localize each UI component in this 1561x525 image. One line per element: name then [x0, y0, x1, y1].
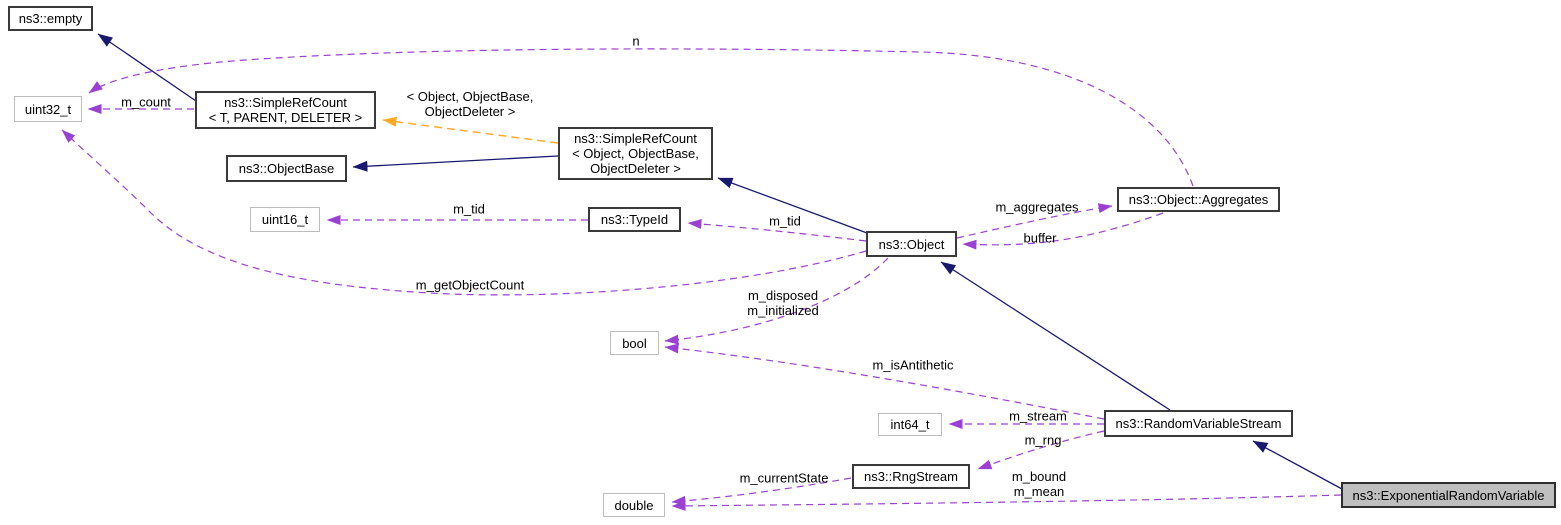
- edge-label-m-tid-object: m_tid: [769, 213, 801, 229]
- edge-usage-m-currentstate: [671, 477, 852, 506]
- node-ns3-randomvariablestream[interactable]: ns3::RandomVariableStream: [1104, 410, 1293, 437]
- edge-usage-m-rng: [977, 430, 1105, 470]
- node-ns3-objectbase[interactable]: ns3::ObjectBase: [226, 155, 347, 182]
- edge-label-m-isantithetic: m_isAntithetic: [872, 357, 954, 373]
- edge-inherit-simplerefcountT-to-empty: [97, 33, 197, 102]
- node-uint32-t: uint32_t: [14, 96, 82, 122]
- edge-template-simplerefcountObj-to-simplerefcountT: [382, 116, 559, 144]
- edge-label-m-currentstate: m_currentState: [739, 470, 829, 486]
- node-ns3-simplerefcount-t-parent-deleter[interactable]: ns3::SimpleRefCount < T, PARENT, DELETER…: [195, 91, 376, 129]
- edge-label-m-rng: m_rng: [1024, 432, 1062, 448]
- edge-usage-m-aggregates: [956, 203, 1113, 239]
- node-ns3-object[interactable]: ns3::Object: [866, 231, 957, 257]
- edge-inherit-simplerefcountObj-to-objectbase: [352, 155, 559, 172]
- node-ns3-object-aggregates[interactable]: ns3::Object::Aggregates: [1117, 187, 1280, 212]
- edge-label-n: n: [632, 33, 640, 49]
- edge-label-m-bound-m-mean: m_bound m_mean: [1011, 469, 1067, 499]
- edge-label-template-args: < Object, ObjectBase, ObjectDeleter >: [406, 89, 534, 119]
- edge-inherit-randomvariablestream-to-object: [940, 261, 1171, 411]
- node-bool: bool: [610, 331, 659, 355]
- node-ns3-exponentialrandomvariable-current: ns3::ExponentialRandomVariable: [1341, 482, 1556, 508]
- edge-label-m-tid-typeid: m_tid: [453, 201, 485, 217]
- edge-usage-m-getobjectcount: [61, 129, 867, 296]
- edge-label-m-getobjectcount: m_getObjectCount: [415, 277, 525, 293]
- edge-label-m-count: m_count: [121, 94, 171, 110]
- edge-usage-n: [88, 48, 1194, 187]
- edge-label-buffer: buffer: [1023, 230, 1057, 246]
- edge-usage-m-disposed-m-initialized: [664, 257, 889, 345]
- edge-label-m-stream: m_stream: [1009, 408, 1067, 424]
- node-ns3-empty[interactable]: ns3::empty: [8, 6, 93, 31]
- edge-inherit-exponentialrandomvariable-to-randomvariablestream: [1252, 440, 1343, 490]
- edge-usage-buffer: [962, 212, 1164, 250]
- node-uint16-t: uint16_t: [250, 207, 320, 232]
- node-int64-t: int64_t: [878, 413, 942, 436]
- edge-usage-m-isantithetic: [664, 343, 1105, 420]
- node-double: double: [603, 493, 665, 517]
- edge-label-m-disposed-m-initialized: m_disposed m_initialized: [747, 288, 819, 318]
- node-ns3-typeid[interactable]: ns3::TypeId: [588, 207, 681, 232]
- edge-inherit-object-to-simplerefcountObj: [717, 177, 868, 234]
- edge-usage-m-bound-m-mean: [671, 494, 1342, 511]
- node-ns3-rngstream[interactable]: ns3::RngStream: [852, 464, 970, 489]
- edge-label-m-aggregates: m_aggregates: [995, 199, 1079, 215]
- node-ns3-simplerefcount-object[interactable]: ns3::SimpleRefCount < Object, ObjectBase…: [558, 127, 713, 180]
- edge-usage-m-tid-object-to-typeid: [687, 219, 867, 242]
